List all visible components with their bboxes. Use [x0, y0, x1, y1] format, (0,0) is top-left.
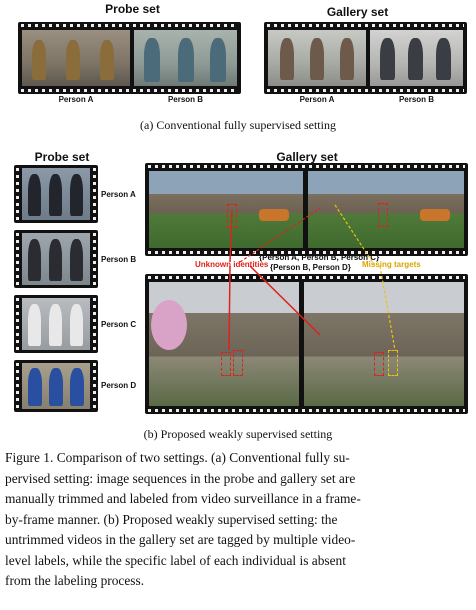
target-box — [388, 350, 398, 376]
probe-person-a-frame — [22, 168, 90, 220]
figure-caption: Figure 1. Comparison of two settings. (a… — [5, 448, 467, 592]
unknown-identities-label: Unknown identities — [195, 260, 269, 269]
target-box — [233, 350, 243, 376]
panel-b-probe-filmstrip-1 — [14, 165, 98, 223]
panel-b-probe-label-d: Person D — [101, 381, 137, 390]
panel-a-probe-label-a: Person A — [58, 95, 94, 104]
parked-car — [259, 209, 289, 221]
panel-a-gallery-label-b: Person B — [398, 95, 435, 104]
pedestrian-figure — [32, 40, 46, 80]
figure-caption-line: level labels, while the specific label o… — [5, 552, 346, 568]
pedestrian-figure — [66, 40, 80, 80]
pedestrian-figure — [70, 368, 84, 406]
panel-a-caption: (a) Conventional fully supervised settin… — [140, 118, 336, 132]
figure-caption-line: by-frame manner. (b) Proposed weakly sup… — [5, 511, 338, 527]
pedestrian-figure — [436, 38, 451, 80]
pedestrian-figure — [210, 38, 226, 82]
pedestrian-figure — [380, 38, 395, 80]
pedestrian-figure — [144, 38, 160, 82]
panel-a-probe-filmstrip — [18, 22, 241, 94]
figure-caption-line: manually trimmed and labeled from video … — [5, 491, 361, 506]
figure-caption-line: from the labeling process. — [5, 573, 145, 588]
panel-b-probe-filmstrip-4 — [14, 360, 98, 412]
probe-person-c-frame — [22, 298, 90, 350]
gallery-video-1-frame-2 — [308, 171, 464, 248]
pedestrian-figure — [49, 368, 63, 406]
pedestrian-figure — [28, 304, 41, 346]
pedestrian-figure — [178, 38, 194, 82]
target-box — [227, 204, 237, 228]
pedestrian-figure — [310, 38, 324, 80]
figure-caption-line: pervised setting: image sequences in the… — [5, 470, 356, 486]
probe-a-frame — [22, 30, 130, 86]
gallery-video-2-frame-2 — [304, 282, 464, 406]
panel-b-gallery-video-2 — [145, 274, 468, 414]
panel-b-probe-label-a: Person A — [101, 190, 136, 199]
pedestrian-figure — [49, 174, 62, 216]
pedestrian-figure — [28, 368, 42, 406]
missing-targets-label: Missing targets — [362, 260, 421, 269]
probe-b-frame — [134, 30, 237, 86]
panel-b-probe-filmstrip-3 — [14, 295, 98, 353]
panel-b-probe-label-c: Person C — [101, 320, 137, 329]
pedestrian-figure — [70, 239, 83, 281]
pedestrian-figure — [280, 38, 294, 80]
target-box — [378, 203, 388, 227]
panel-a-probe-title: Probe set — [105, 2, 160, 16]
pedestrian-figure — [340, 38, 354, 80]
panel-a-gallery-filmstrip — [264, 22, 467, 94]
panel-a-probe-label-b: Person B — [167, 95, 204, 104]
figure-caption-line: Figure 1. Comparison of two settings. (a… — [5, 450, 350, 465]
pedestrian-figure — [70, 174, 83, 216]
parked-car — [420, 209, 450, 221]
panel-b-probe-label-b: Person B — [101, 255, 137, 264]
panel-a-gallery-label-a: Person A — [299, 95, 335, 104]
probe-person-d-frame — [22, 363, 90, 409]
pedestrian-figure — [49, 304, 62, 346]
tag-label-bottom: {Person B, Person D} — [270, 263, 351, 272]
panel-b-gallery-title: Gallery set — [276, 150, 338, 164]
gallery-video-1-frame-1 — [149, 171, 303, 248]
target-box — [221, 352, 231, 376]
pedestrian-figure — [408, 38, 423, 80]
pedestrian-figure — [28, 239, 41, 281]
figure-caption-line: untrimmed videos in the gallery set are … — [5, 532, 356, 547]
panel-b-probe-title: Probe set — [34, 150, 90, 164]
pedestrian-figure — [28, 174, 41, 216]
gallery-video-2-frame-1 — [149, 282, 299, 406]
gallery-b-frame — [370, 30, 463, 86]
probe-person-b-frame — [22, 233, 90, 285]
panel-a-gallery-title: Gallery set — [326, 5, 389, 19]
panel-b-probe-filmstrip-2 — [14, 230, 98, 288]
pedestrian-figure — [49, 239, 62, 281]
panel-b-caption: (b) Proposed weakly supervised setting — [143, 427, 333, 441]
pedestrian-figure — [100, 40, 114, 80]
blossom-tree — [151, 300, 187, 350]
pedestrian-figure — [70, 304, 83, 346]
panel-b-gallery-video-1 — [145, 163, 468, 256]
gallery-a-frame — [268, 30, 366, 86]
target-box — [374, 352, 384, 376]
